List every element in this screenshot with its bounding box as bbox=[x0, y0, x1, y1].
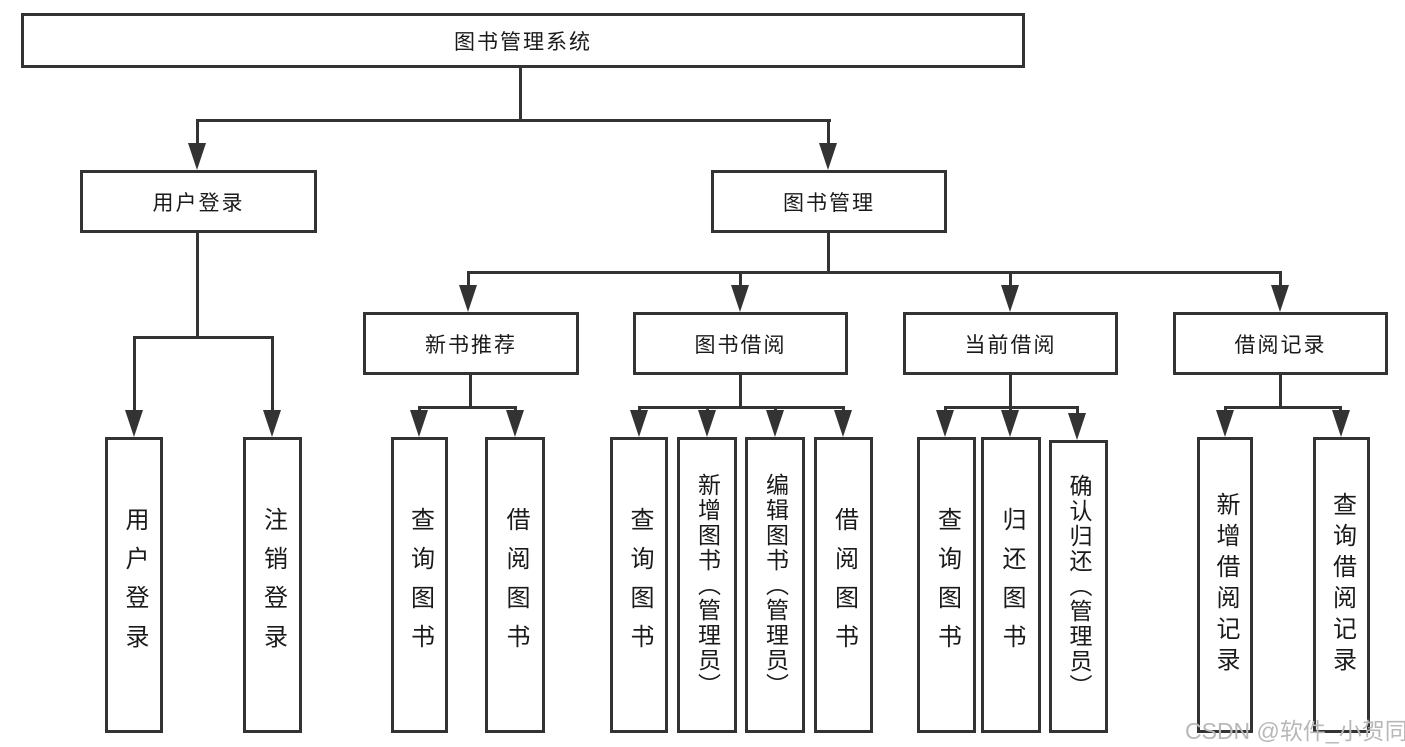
node-user-login-label: 用户登录 bbox=[152, 191, 245, 215]
leaf-borrow-query-book: 查询图书 bbox=[610, 437, 668, 733]
arrow-down-icon bbox=[630, 410, 648, 437]
arrow-down-icon bbox=[1068, 413, 1086, 440]
node-borrow-records: 借阅记录 bbox=[1173, 312, 1388, 375]
connector-root-branch bbox=[197, 119, 831, 122]
arrow-down-icon bbox=[834, 410, 852, 437]
arrow-down-icon bbox=[1216, 410, 1234, 437]
node-user-login: 用户登录 bbox=[80, 170, 317, 233]
connector-stub bbox=[1076, 406, 1079, 414]
connector-borrow-records-branch bbox=[1224, 406, 1342, 409]
connector-book-mgmt-branch bbox=[467, 271, 1281, 274]
arrow-down-icon bbox=[936, 410, 954, 437]
leaf-logout: 注销登录 bbox=[243, 437, 302, 733]
connector-new-book-rec-vertical bbox=[469, 375, 472, 409]
connector-current-borrow-vertical bbox=[1009, 375, 1012, 409]
leaf-user-login: 用户登录 bbox=[105, 437, 163, 733]
connector-user-login-vertical bbox=[196, 233, 199, 339]
connector-new-book-rec-branch bbox=[418, 406, 517, 409]
leaf-current-return-book: 归还图书 bbox=[981, 437, 1041, 733]
connector-book-mgmt-vertical bbox=[827, 233, 830, 274]
leaf-borrow-edit-book-admin-label: 编辑图书（管理员） bbox=[762, 472, 789, 698]
leaf-borrow-borrow-book-label: 借阅图书 bbox=[830, 507, 858, 663]
root-node-label: 图书管理系统 bbox=[454, 30, 592, 54]
leaf-user-login-label: 用户登录 bbox=[121, 507, 148, 663]
arrow-down-icon bbox=[766, 410, 784, 437]
arrow-down-icon bbox=[698, 410, 716, 437]
leaf-borrow-edit-book-admin: 编辑图书（管理员） bbox=[745, 437, 805, 733]
leaf-current-return-book-label: 归还图书 bbox=[998, 507, 1025, 663]
arrow-down-icon bbox=[1001, 285, 1019, 312]
leaf-records-add-record-label: 新增借阅记录 bbox=[1212, 492, 1239, 678]
csdn-watermark: CSDN @软件_小贺同学 bbox=[1185, 718, 1405, 744]
arrow-down-icon bbox=[1001, 410, 1019, 437]
connector-borrow-records-vertical bbox=[1279, 375, 1282, 409]
leaf-borrow-query-book-label: 查询图书 bbox=[626, 507, 653, 663]
connector-stub-user-login bbox=[196, 119, 199, 147]
leaf-current-confirm-return-admin-label: 确认归还（管理员） bbox=[1066, 474, 1092, 699]
connector-book-borrow-vertical bbox=[739, 375, 742, 409]
leaf-logout-label: 注销登录 bbox=[259, 507, 287, 663]
arrow-down-icon bbox=[459, 285, 477, 312]
leaf-recommend-query-book: 查询图书 bbox=[391, 437, 448, 733]
leaf-borrow-add-book-admin: 新增图书（管理员） bbox=[677, 437, 737, 733]
leaf-records-query-record: 查询借阅记录 bbox=[1313, 437, 1370, 733]
leaf-recommend-borrow-book-label: 借阅图书 bbox=[502, 507, 529, 663]
node-book-management: 图书管理 bbox=[711, 170, 947, 233]
node-book-borrow: 图书借阅 bbox=[633, 312, 848, 375]
node-borrow-records-label: 借阅记录 bbox=[1234, 333, 1327, 357]
arrow-down-icon bbox=[263, 410, 281, 437]
connector-stub-current-borrow bbox=[1009, 271, 1012, 288]
leaf-records-query-record-label: 查询借阅记录 bbox=[1328, 492, 1356, 678]
node-new-book-recommend-label: 新书推荐 bbox=[425, 333, 517, 357]
connector-stub-book-borrow bbox=[739, 271, 742, 288]
node-new-book-recommend: 新书推荐 bbox=[363, 312, 579, 375]
arrow-down-icon bbox=[188, 143, 206, 170]
leaf-borrow-add-book-admin-label: 新增图书（管理员） bbox=[694, 472, 721, 698]
leaf-current-confirm-return-admin: 确认归还（管理员） bbox=[1049, 440, 1108, 733]
connector-stub-borrow-records bbox=[1279, 271, 1282, 288]
leaf-current-query-book: 查询图书 bbox=[917, 437, 976, 733]
arrow-down-icon bbox=[410, 410, 428, 437]
node-current-borrow-label: 当前借阅 bbox=[964, 333, 1057, 357]
arrow-down-icon bbox=[819, 143, 837, 170]
arrow-down-icon bbox=[125, 410, 143, 437]
node-book-management-label: 图书管理 bbox=[783, 191, 875, 215]
connector-user-login-branch bbox=[133, 336, 274, 339]
connector-stub-leaf-user-login bbox=[133, 336, 136, 413]
connector-root-vertical bbox=[519, 68, 522, 122]
leaf-recommend-borrow-book: 借阅图书 bbox=[485, 437, 545, 733]
root-node-library-system: 图书管理系统 bbox=[21, 13, 1025, 68]
connector-stub-new-book-rec bbox=[467, 271, 470, 288]
arrow-down-icon bbox=[506, 410, 524, 437]
leaf-current-query-book-label: 查询图书 bbox=[933, 507, 961, 663]
node-book-borrow-label: 图书借阅 bbox=[694, 333, 787, 357]
leaf-recommend-query-book-label: 查询图书 bbox=[406, 507, 434, 663]
leaf-borrow-borrow-book: 借阅图书 bbox=[814, 437, 873, 733]
connector-stub-leaf-logout bbox=[271, 336, 274, 413]
arrow-down-icon bbox=[731, 285, 749, 312]
node-current-borrow: 当前借阅 bbox=[903, 312, 1118, 375]
connector-book-borrow-branch bbox=[638, 406, 845, 409]
arrow-down-icon bbox=[1332, 410, 1350, 437]
arrow-down-icon bbox=[1271, 285, 1289, 312]
connector-stub-book-mgmt bbox=[827, 119, 830, 147]
leaf-records-add-record: 新增借阅记录 bbox=[1197, 437, 1253, 733]
